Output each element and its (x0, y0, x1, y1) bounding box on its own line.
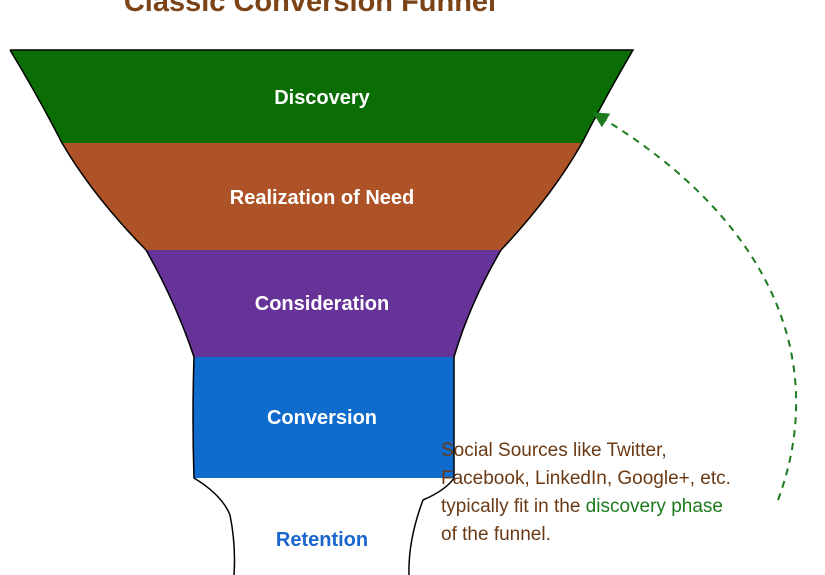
note-line-1: Social Sources like Twitter, (441, 440, 667, 461)
note-line-4: of the funnel. (441, 524, 551, 545)
funnel-stage-conversion (193, 357, 454, 478)
stage-label-conversion: Conversion (267, 407, 377, 429)
note-line-2: Facebook, LinkedIn, Google+, etc. (441, 468, 731, 489)
funnel-stage-discovery (10, 50, 633, 143)
return-to-discovery-arrow (592, 112, 798, 501)
funnel-stage-realization-of-need (62, 143, 582, 250)
funnel-stage-retention (194, 478, 454, 575)
note-line-3: typically fit in the discovery phase (441, 493, 821, 521)
stage-label-consideration: Consideration (255, 293, 389, 315)
funnel-stage-consideration (146, 250, 501, 357)
note-highlight-discovery-phase: discovery phase (585, 496, 723, 517)
stage-label-realization-of-need: Realization of Need (230, 187, 414, 209)
stage-label-discovery: Discovery (274, 87, 370, 109)
stage-label-retention: Retention (276, 529, 368, 551)
social-sources-note: Social Sources like Twitter, Facebook, L… (441, 437, 821, 549)
note-line-3-text: typically fit in the (441, 496, 586, 517)
diagram-title: Classic Conversion Funnel (123, 0, 497, 18)
